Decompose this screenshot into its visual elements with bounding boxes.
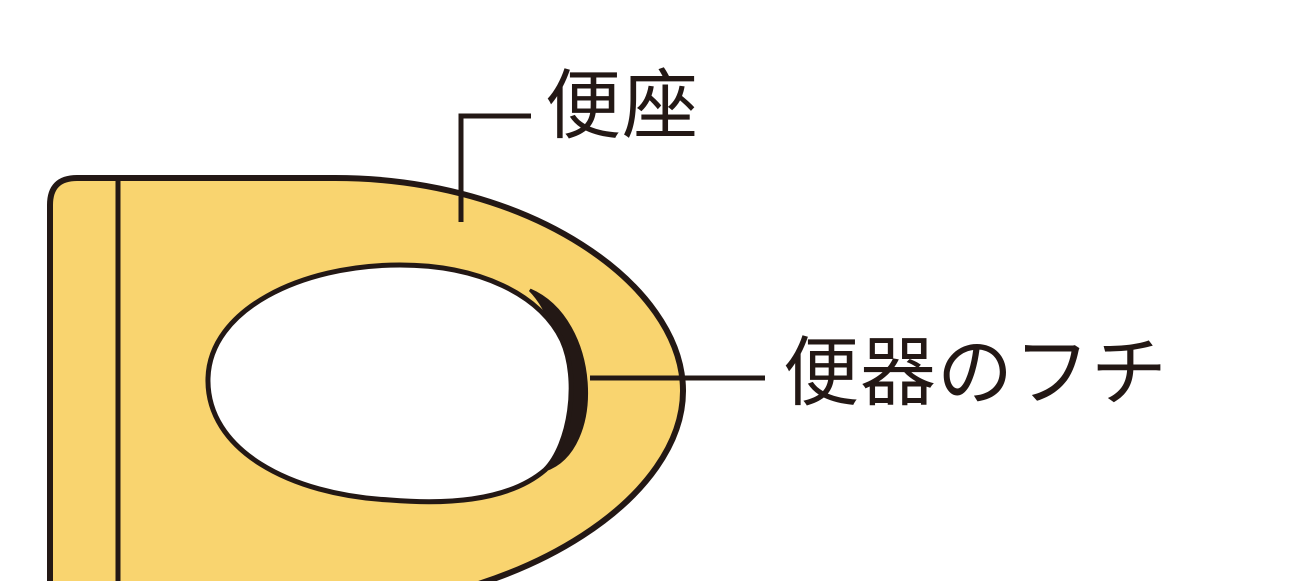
seat-label-leader (458, 113, 531, 222)
bowl-rim-label: 便器のフチ (783, 328, 1168, 417)
seat-label: 便座 (545, 61, 699, 150)
seat-opening (205, 262, 574, 505)
